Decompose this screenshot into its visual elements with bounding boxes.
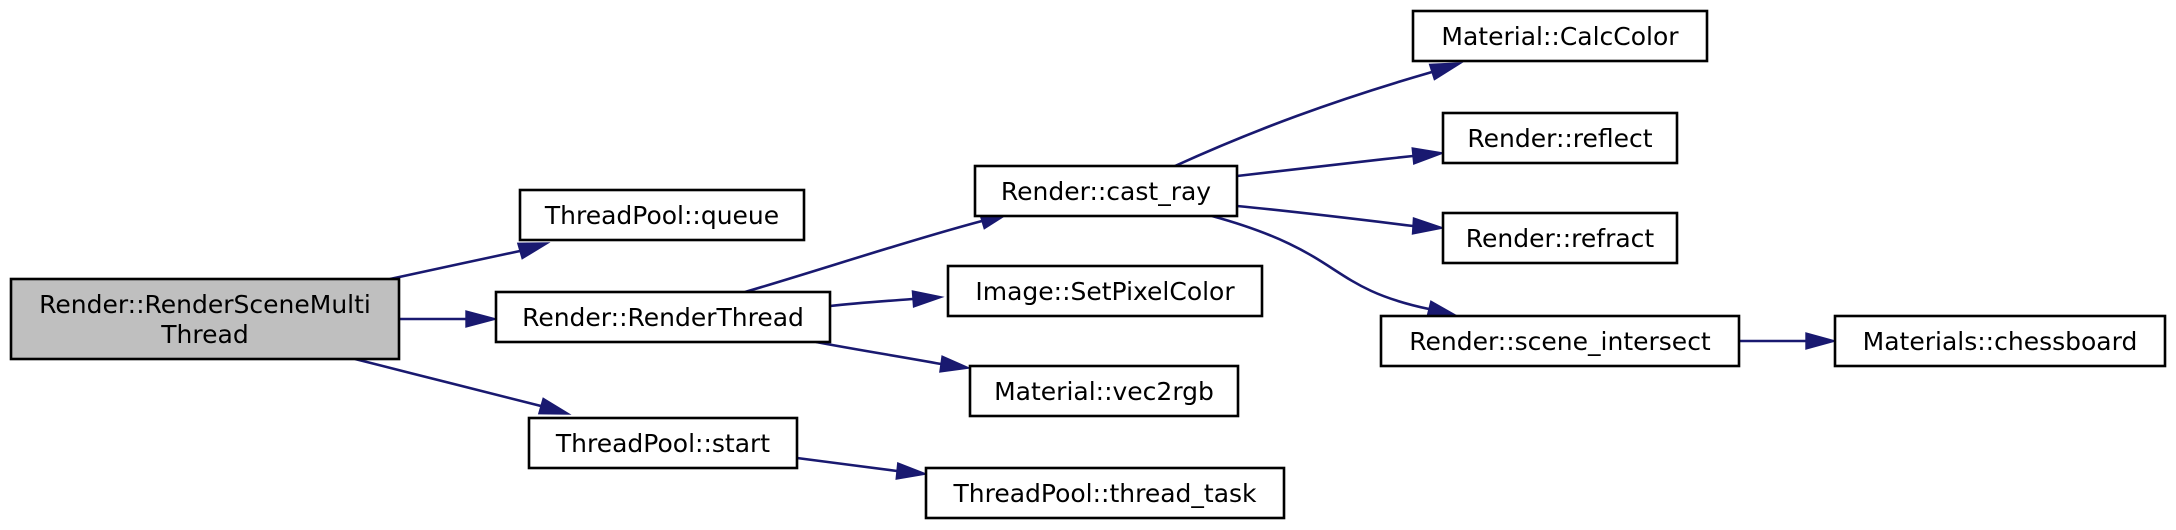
- node-box: [968, 364, 1240, 418]
- node-box: [1441, 111, 1679, 165]
- node-box: [494, 290, 832, 344]
- arrowhead-icon: [939, 355, 972, 373]
- edge-render_thread-to-vec2rgb: [815, 340, 972, 373]
- node-reflect[interactable]: Render::reflect: [1441, 111, 1679, 165]
- node-label: Render::scene_intersect: [1409, 327, 1711, 356]
- edge-cast_ray-to-calc_color: [1174, 62, 1464, 168]
- edge-line: [1236, 204, 1414, 228]
- node-box: [924, 466, 1286, 520]
- node-label: ThreadPool::thread_task: [952, 479, 1257, 508]
- node-label: Materials::chessboard: [1863, 327, 2138, 356]
- node-set-pixel[interactable]: Image::SetPixelColor: [946, 264, 1264, 318]
- node-scene-intersect[interactable]: Render::scene_intersect: [1379, 314, 1741, 368]
- node-box: [1379, 314, 1741, 368]
- edge-line: [389, 249, 521, 281]
- edge-line: [354, 357, 542, 408]
- node-refract[interactable]: Render::refract: [1441, 211, 1679, 265]
- arrowhead-icon: [911, 290, 945, 308]
- edge-cast_ray-to-refract: [1236, 204, 1446, 235]
- edge-root-to-tp_start: [354, 357, 572, 415]
- edge-tp_start-to-thread_task: [796, 456, 929, 480]
- node-box: [1441, 211, 1679, 265]
- arrowhead-icon: [537, 397, 572, 415]
- edge-line: [796, 456, 898, 473]
- arrowhead-icon: [465, 310, 499, 328]
- node-label: Render::cast_ray: [1001, 177, 1211, 206]
- arrowhead-icon: [1411, 217, 1446, 235]
- arrowhead-icon: [1426, 300, 1460, 318]
- node-box: [1833, 314, 2167, 368]
- node-render-thread[interactable]: Render::RenderThread: [494, 290, 832, 344]
- node-label: Image::SetPixelColor: [975, 277, 1235, 306]
- edge-root-to-render_thread: [398, 310, 499, 328]
- node-cast-ray[interactable]: Render::cast_ray: [973, 164, 1239, 218]
- edge-line: [815, 340, 942, 366]
- arrowhead-icon: [895, 462, 929, 480]
- node-box: [527, 416, 799, 470]
- node-box: [1411, 9, 1709, 63]
- node-chessboard[interactable]: Materials::chessboard: [1833, 314, 2167, 368]
- node-tp-queue[interactable]: ThreadPool::queue: [518, 188, 806, 242]
- node-box: [9, 277, 401, 361]
- node-label: Render::refract: [1466, 224, 1655, 253]
- edge-line: [829, 297, 914, 308]
- node-vec2rgb[interactable]: Material::vec2rgb: [968, 364, 1240, 418]
- edge-cast_ray-to-reflect: [1236, 147, 1446, 178]
- edge-line: [1236, 154, 1414, 178]
- edge-render_thread-to-set_pixel: [829, 290, 945, 308]
- node-label: Render::reflect: [1467, 124, 1652, 153]
- node-calc-color[interactable]: Material::CalcColor: [1411, 9, 1709, 63]
- node-tp-start[interactable]: ThreadPool::start: [527, 416, 799, 470]
- node-label: Render::RenderSceneMulti: [39, 290, 371, 319]
- node-label: Thread: [160, 320, 248, 349]
- node-layer: Render::RenderSceneMultiThreadThreadPool…: [9, 9, 2167, 520]
- node-label: Material::CalcColor: [1441, 22, 1679, 51]
- node-box: [973, 164, 1239, 218]
- arrowhead-icon: [1428, 62, 1464, 81]
- arrowhead-icon: [1411, 147, 1446, 165]
- node-box: [518, 188, 806, 242]
- node-box: [946, 264, 1264, 318]
- arrowhead-icon: [1805, 332, 1838, 350]
- edge-scene_intersect-to-chessboard: [1738, 332, 1838, 350]
- edge-root-to-tp_queue: [389, 242, 551, 281]
- edge-line: [744, 219, 983, 294]
- arrowhead-icon: [516, 242, 551, 260]
- node-label: Material::vec2rgb: [994, 377, 1214, 406]
- node-label: ThreadPool::start: [555, 429, 770, 458]
- edge-line: [1174, 70, 1433, 168]
- edge-line: [1211, 214, 1430, 311]
- node-label: ThreadPool::queue: [544, 201, 779, 230]
- node-thread-task[interactable]: ThreadPool::thread_task: [924, 466, 1286, 520]
- node-label: Render::RenderThread: [522, 303, 804, 332]
